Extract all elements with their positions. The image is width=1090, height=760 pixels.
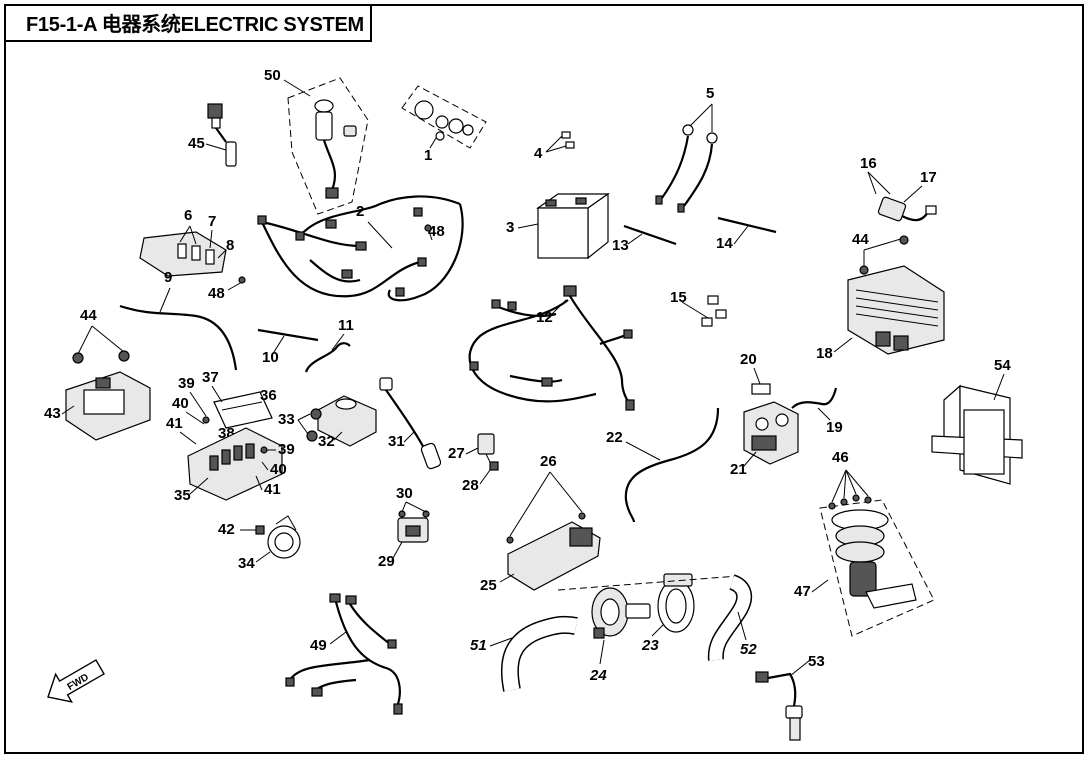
part-12-harness bbox=[468, 285, 635, 411]
callout-39a: 39 bbox=[178, 375, 195, 392]
callout-7: 7 bbox=[208, 213, 216, 230]
part-13-rod bbox=[623, 224, 677, 246]
part-1-key-set bbox=[401, 85, 487, 149]
part-18-regulator bbox=[847, 265, 945, 355]
callout-31: 31 bbox=[388, 433, 405, 450]
callout-45: 45 bbox=[188, 135, 205, 152]
callout-27: 27 bbox=[448, 445, 465, 462]
callout-18: 18 bbox=[816, 345, 833, 362]
callout-46: 46 bbox=[832, 449, 849, 466]
part-19-wire bbox=[791, 387, 838, 409]
callout-6: 6 bbox=[184, 207, 192, 224]
part-49-sub-harness bbox=[285, 593, 403, 715]
part-31-plug-cap bbox=[379, 377, 442, 470]
part-20 bbox=[751, 383, 771, 395]
part-27-relay bbox=[477, 433, 499, 471]
callout-35: 35 bbox=[174, 487, 191, 504]
callout-36: 36 bbox=[260, 387, 277, 404]
callout-19: 19 bbox=[826, 419, 843, 436]
callout-22: 22 bbox=[606, 429, 623, 446]
part-4-terminals bbox=[561, 131, 575, 149]
callout-32: 32 bbox=[318, 433, 335, 450]
part-17-connector bbox=[877, 196, 937, 222]
callout-8: 8 bbox=[226, 237, 234, 254]
part-45-sensor bbox=[207, 103, 237, 167]
callout-13: 13 bbox=[612, 237, 629, 254]
part-15-terminals bbox=[701, 295, 727, 327]
part-5-battery-cables bbox=[655, 124, 718, 213]
callout-1: 1 bbox=[424, 147, 432, 164]
callout-49: 49 bbox=[310, 637, 327, 654]
callout-12: 12 bbox=[536, 309, 553, 326]
part-51-hose bbox=[500, 615, 578, 692]
callout-43: 43 bbox=[44, 405, 61, 422]
fwd-arrow-icon: FWD bbox=[47, 659, 105, 703]
part-53-sensor bbox=[755, 671, 803, 741]
part-22-cable bbox=[624, 407, 720, 523]
part-50-ignition-switch bbox=[287, 77, 369, 215]
callout-26: 26 bbox=[540, 453, 557, 470]
callout-5: 5 bbox=[706, 85, 714, 102]
part-52-hose bbox=[707, 574, 753, 661]
callout-48b: 48 bbox=[208, 285, 225, 302]
callout-11: 11 bbox=[338, 317, 354, 334]
callout-34: 34 bbox=[238, 555, 255, 572]
callout-3: 3 bbox=[506, 219, 514, 236]
part-54-bracket bbox=[931, 384, 1023, 485]
callout-40a: 40 bbox=[172, 395, 189, 412]
page-title: F15-1-A 电器系统ELECTRIC SYSTEM bbox=[26, 13, 364, 36]
callout-40b: 40 bbox=[270, 461, 287, 478]
part-25-module bbox=[506, 512, 601, 591]
part-43-control-unit bbox=[65, 371, 151, 441]
callout-44b: 44 bbox=[852, 231, 869, 248]
callout-14: 14 bbox=[716, 235, 733, 252]
title-box: F15-1-A 电器系统ELECTRIC SYSTEM bbox=[4, 4, 372, 42]
callout-16: 16 bbox=[860, 155, 877, 172]
callout-42: 42 bbox=[218, 521, 235, 538]
part-10-rod bbox=[257, 328, 319, 342]
callout-44a: 44 bbox=[80, 307, 97, 324]
callout-30: 30 bbox=[396, 485, 413, 502]
callout-51: 51 bbox=[470, 637, 487, 654]
part-9-wire bbox=[119, 304, 238, 371]
callout-48a: 48 bbox=[428, 223, 445, 240]
callout-20: 20 bbox=[740, 351, 757, 368]
callout-23: 23 bbox=[641, 637, 659, 654]
part-3-battery bbox=[536, 192, 610, 260]
callout-28: 28 bbox=[462, 477, 479, 494]
part-21-starter-relay bbox=[743, 383, 799, 465]
callout-21: 21 bbox=[730, 461, 747, 478]
callout-9: 9 bbox=[164, 269, 172, 286]
callout-4: 4 bbox=[534, 145, 543, 162]
callout-41a: 41 bbox=[166, 415, 183, 432]
part-34-horn bbox=[255, 515, 301, 559]
part-23-clamp bbox=[657, 573, 695, 633]
callout-53: 53 bbox=[808, 653, 825, 670]
callout-37: 37 bbox=[202, 369, 219, 386]
callout-47: 47 bbox=[794, 583, 811, 600]
part-2-main-harness bbox=[257, 195, 464, 302]
part-36-fuse-cover bbox=[213, 391, 273, 429]
part-11-wire bbox=[304, 342, 351, 373]
callout-24: 24 bbox=[589, 667, 607, 684]
part-47-fuel-pump-assembly bbox=[819, 494, 935, 637]
callout-39b: 39 bbox=[278, 441, 295, 458]
callout-17: 17 bbox=[920, 169, 937, 186]
part-29-sensor bbox=[397, 510, 430, 543]
callout-10: 10 bbox=[262, 349, 279, 366]
diagram-frame bbox=[4, 4, 1084, 754]
part-24-fuel-pump bbox=[591, 587, 651, 639]
callout-54: 54 bbox=[994, 357, 1011, 374]
callout-52: 52 bbox=[740, 641, 757, 658]
part-8-switch-unit bbox=[139, 231, 227, 277]
callout-25: 25 bbox=[480, 577, 497, 594]
part-32-ignition-coil bbox=[306, 395, 377, 447]
callout-33: 33 bbox=[278, 411, 295, 428]
callout-29: 29 bbox=[378, 553, 395, 570]
callout-50: 50 bbox=[264, 67, 281, 84]
callout-41b: 41 bbox=[264, 481, 281, 498]
part-14-rod bbox=[717, 216, 777, 234]
callout-2: 2 bbox=[356, 203, 364, 220]
